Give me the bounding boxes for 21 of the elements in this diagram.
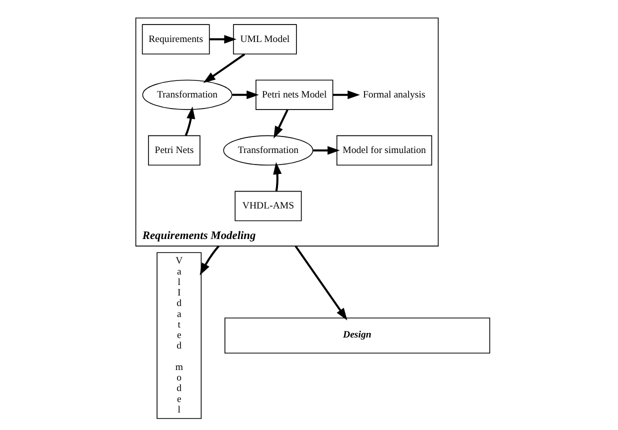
node-ellipse: Transformation — [222, 135, 313, 166]
arrow — [273, 109, 288, 138]
arrow — [202, 53, 245, 83]
node-box: Requirements — [141, 24, 210, 54]
node-box: Petri Nets — [148, 135, 200, 166]
node-text: Formal analysis — [362, 89, 425, 100]
arrow — [332, 90, 360, 100]
arrow — [294, 245, 347, 320]
node-box: Design — [224, 318, 490, 354]
arrow — [199, 245, 219, 276]
node-box: Model for simulation — [336, 135, 432, 166]
node-ellipse: Transformation — [142, 80, 232, 110]
arrow — [209, 34, 236, 44]
arrow — [232, 90, 258, 100]
arrow — [184, 106, 195, 136]
node-box: VHDL-AMS — [234, 190, 302, 222]
arrow — [312, 146, 340, 155]
node-box: ValIdated model — [156, 252, 202, 419]
node-box: UML Model — [232, 24, 296, 54]
node-box: Petri nets Model — [255, 80, 333, 110]
arrow — [272, 162, 282, 192]
